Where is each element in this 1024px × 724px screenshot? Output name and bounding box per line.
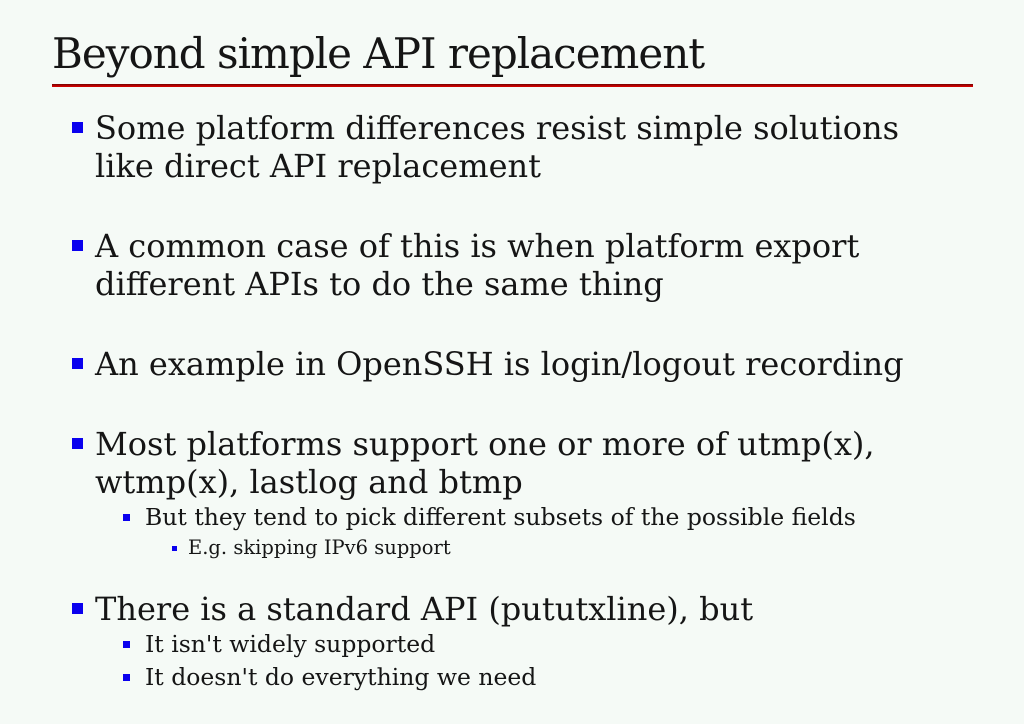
sub-bullet-text: But they tend to pick different subsets …	[145, 503, 856, 532]
bullet-square-icon	[72, 438, 83, 450]
sub-bullet-item: It doesn't do everything we need	[72, 661, 984, 694]
bullet-square-icon	[172, 546, 177, 552]
bullet-square-icon	[123, 641, 130, 649]
bullet-item: A common case of this is when platform e…	[72, 227, 984, 303]
sub-bullet-item: But they tend to pick different subsets …	[72, 501, 984, 534]
sub-bullet-text: It doesn't do everything we need	[145, 663, 537, 692]
slide-title: Beyond simple API replacement	[52, 29, 705, 78]
bullet-square-icon	[123, 674, 130, 682]
bullet-item: An example in OpenSSH is login/logout re…	[72, 345, 984, 383]
bullet-square-icon	[72, 603, 83, 615]
sub-bullet-text: It isn't widely supported	[145, 630, 436, 659]
bullet-square-icon	[72, 240, 83, 252]
bullet-text: Some platform differences resist simple …	[95, 109, 899, 186]
bullet-item: Most platforms support one or more of ut…	[72, 425, 984, 501]
sub-sub-bullet-text: E.g. skipping IPv6 support	[188, 536, 451, 560]
bullet-item: There is a standard API (pututxline), bu…	[72, 590, 984, 628]
bullet-text: There is a standard API (pututxline), bu…	[95, 590, 754, 629]
bullet-text: An example in OpenSSH is login/logout re…	[95, 345, 904, 384]
bullet-square-icon	[72, 358, 83, 370]
sub-bullet-item: It isn't widely supported	[72, 628, 984, 661]
bullet-square-icon	[123, 514, 130, 522]
sub-sub-bullet-item: E.g. skipping IPv6 support	[72, 534, 984, 562]
bullet-text: A common case of this is when platform e…	[95, 227, 860, 304]
bullet-list: Some platform differences resist simple …	[72, 109, 984, 694]
bullet-text: Most platforms support one or more of ut…	[95, 425, 875, 502]
title-underline-rule	[52, 84, 973, 88]
bullet-item: Some platform differences resist simple …	[72, 109, 984, 185]
bullet-square-icon	[72, 122, 83, 134]
